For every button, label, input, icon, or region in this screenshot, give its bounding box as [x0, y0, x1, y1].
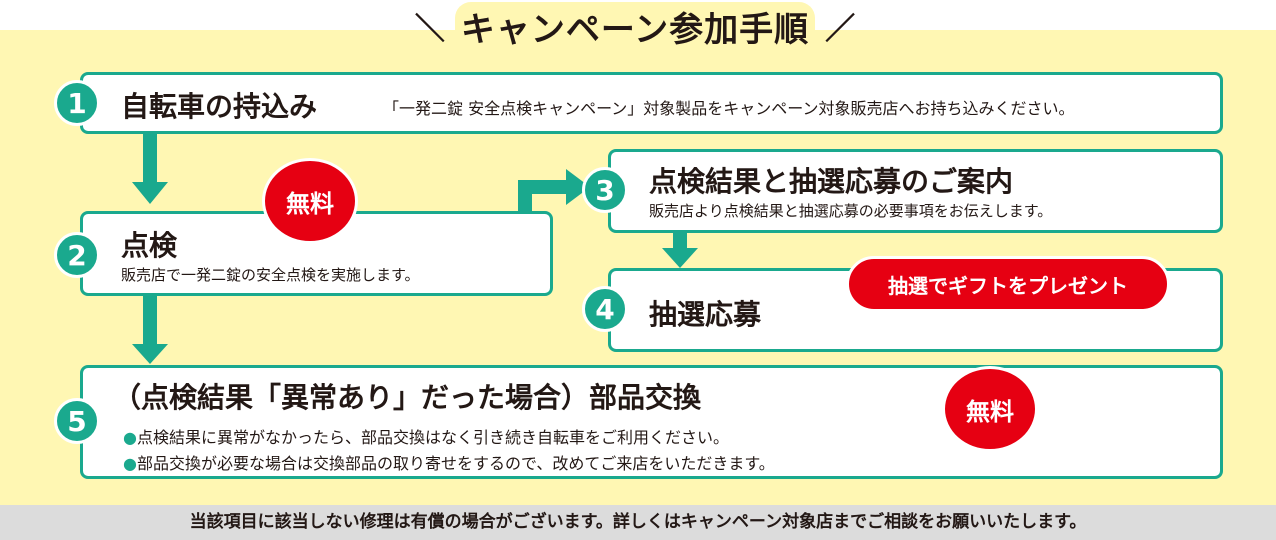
arrow-3-4	[673, 232, 687, 250]
step-heading: 点検結果と抽選応募のご案内	[649, 165, 1014, 198]
step-number-badge: 5	[54, 398, 100, 444]
step-description: 販売店で一発二錠の安全点検を実施します。	[121, 266, 420, 284]
free-badge: 無料	[262, 158, 358, 244]
free-badge: 無料	[942, 366, 1038, 452]
arrow-head-icon	[132, 182, 168, 204]
step-3-box: 点検結果と抽選応募のご案内 販売店より点検結果と抽選応募の必要事項をお伝えします…	[608, 149, 1223, 233]
arrow-head-icon	[132, 344, 168, 364]
slash-decoration-icon: ＼	[414, 12, 445, 47]
step-heading: 自転車の持込み	[121, 90, 318, 123]
page-title: ＼ キャンペーン参加手順 ／	[385, 1, 885, 51]
step-number-badge: 3	[582, 167, 628, 213]
arrow-head-icon	[662, 248, 698, 268]
footer-note: 当該項目に該当しない修理は有償の場合がございます。詳しくはキャンペーン対象店まで…	[0, 505, 1276, 540]
step-description: 販売店より点検結果と抽選応募の必要事項をお伝えします。	[649, 202, 1053, 220]
arrow-2-3	[518, 180, 568, 194]
arrow-2-5	[143, 295, 157, 345]
arrow-1-2	[143, 133, 157, 183]
step-number-badge: 2	[54, 232, 100, 278]
title-text: キャンペーン参加手順	[454, 1, 816, 51]
step-5-box: （点検結果「異常あり」だった場合）部品交換 ●点検結果に異常がなかったら、部品交…	[80, 365, 1223, 479]
step-number-badge: 1	[54, 80, 100, 126]
step-heading: 点検	[121, 229, 178, 262]
bullet-text: 点検結果に異常がなかったら、部品交換はなく引き続き自転車をご利用ください。	[136, 428, 729, 447]
step-number-badge: 4	[582, 286, 628, 332]
step-heading: 抽選応募	[649, 298, 762, 331]
step-heading: （点検結果「異常あり」だった場合）部品交換	[113, 381, 702, 414]
bullet-text: 部品交換が必要な場合は交換部品の取り寄せをするので、改めてご来店をいただきます。	[136, 454, 775, 473]
slash-decoration-icon: ／	[825, 12, 856, 47]
bullet-item: ●部品交換が必要な場合は交換部品の取り寄せをするので、改めてご来店をいただきます…	[123, 454, 775, 473]
step-1-box: 自転車の持込み 「一発二錠 安全点検キャンペーン」対象製品をキャンペーン対象販売…	[80, 72, 1223, 134]
bullet-item: ●点検結果に異常がなかったら、部品交換はなく引き続き自転車をご利用ください。	[123, 428, 729, 447]
gift-badge: 抽選でギフトをプレゼント	[846, 256, 1170, 312]
step-description: 「一発二錠 安全点検キャンペーン」対象製品をキャンペーン対象販売店へお持ち込みく…	[383, 99, 1075, 118]
